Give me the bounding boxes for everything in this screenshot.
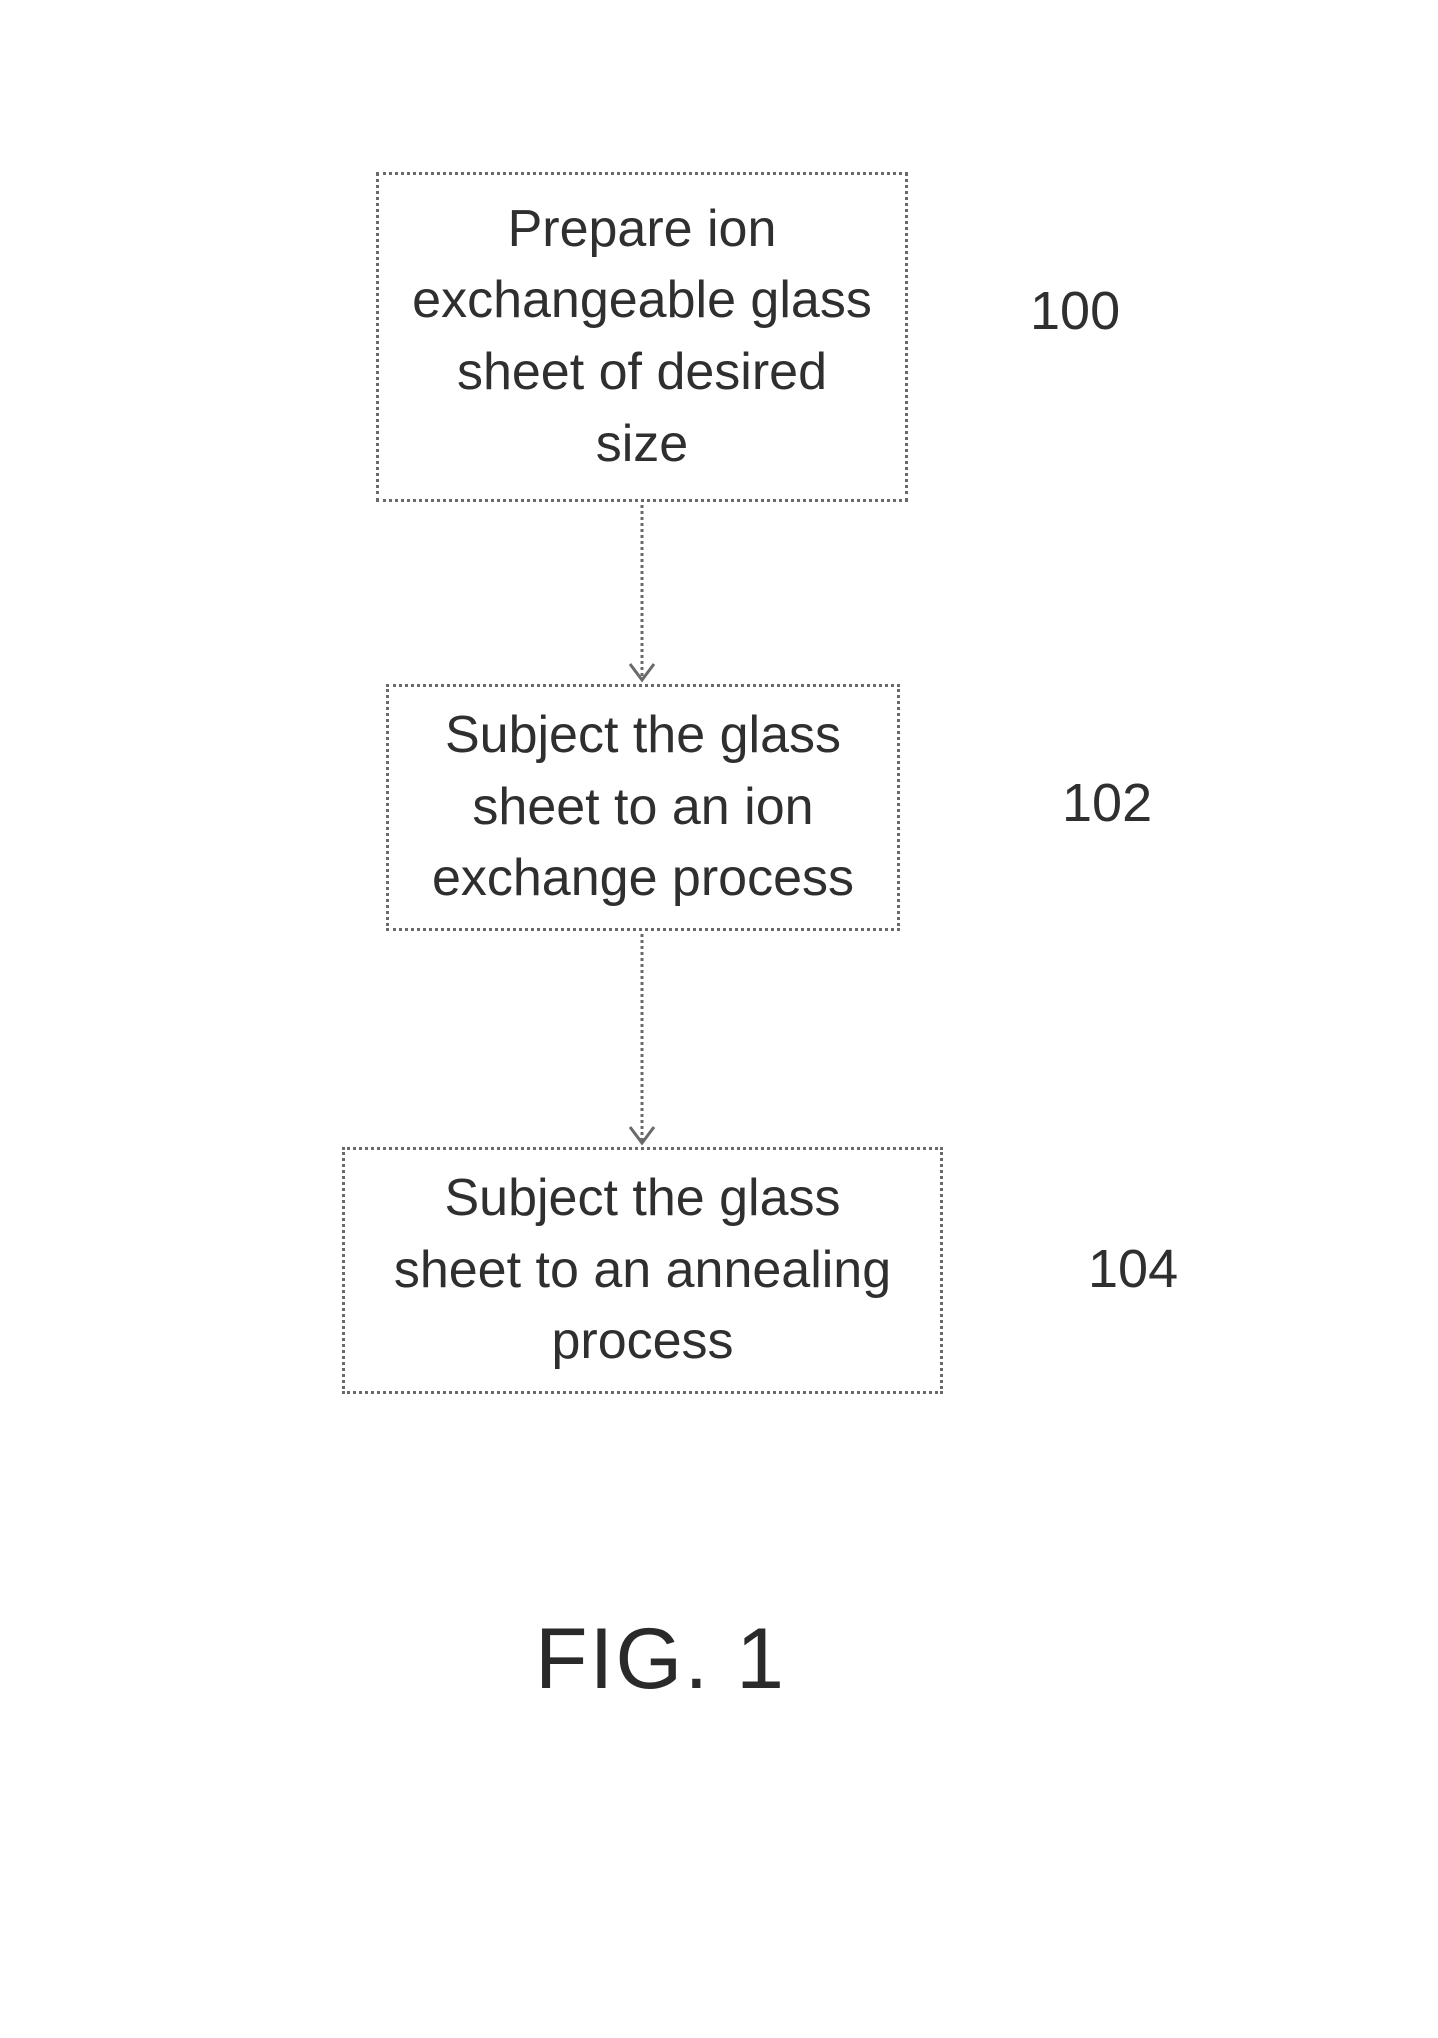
arrow-100-to-102: [630, 505, 654, 680]
arrow-head-100-to-102: [630, 664, 654, 680]
step-text-ion-exchange: Subject the glass sheet to an ion exchan…: [432, 700, 854, 915]
arrow-102-to-104: [630, 934, 654, 1143]
step-box-annealing: Subject the glass sheet to an annealing …: [342, 1147, 943, 1394]
figure-label: FIG. 1: [535, 1610, 786, 1709]
reference-numeral-100: 100: [1030, 280, 1120, 342]
step-text-annealing: Subject the glass sheet to an annealing …: [394, 1163, 891, 1378]
step-text-prepare-glass-sheet: Prepare ion exchangeable glass sheet of …: [412, 194, 872, 481]
reference-numeral-104: 104: [1088, 1238, 1178, 1300]
step-box-ion-exchange: Subject the glass sheet to an ion exchan…: [386, 684, 900, 931]
arrow-head-102-to-104: [630, 1127, 654, 1143]
step-box-prepare-glass-sheet: Prepare ion exchangeable glass sheet of …: [376, 172, 908, 502]
reference-numeral-102: 102: [1062, 772, 1152, 834]
